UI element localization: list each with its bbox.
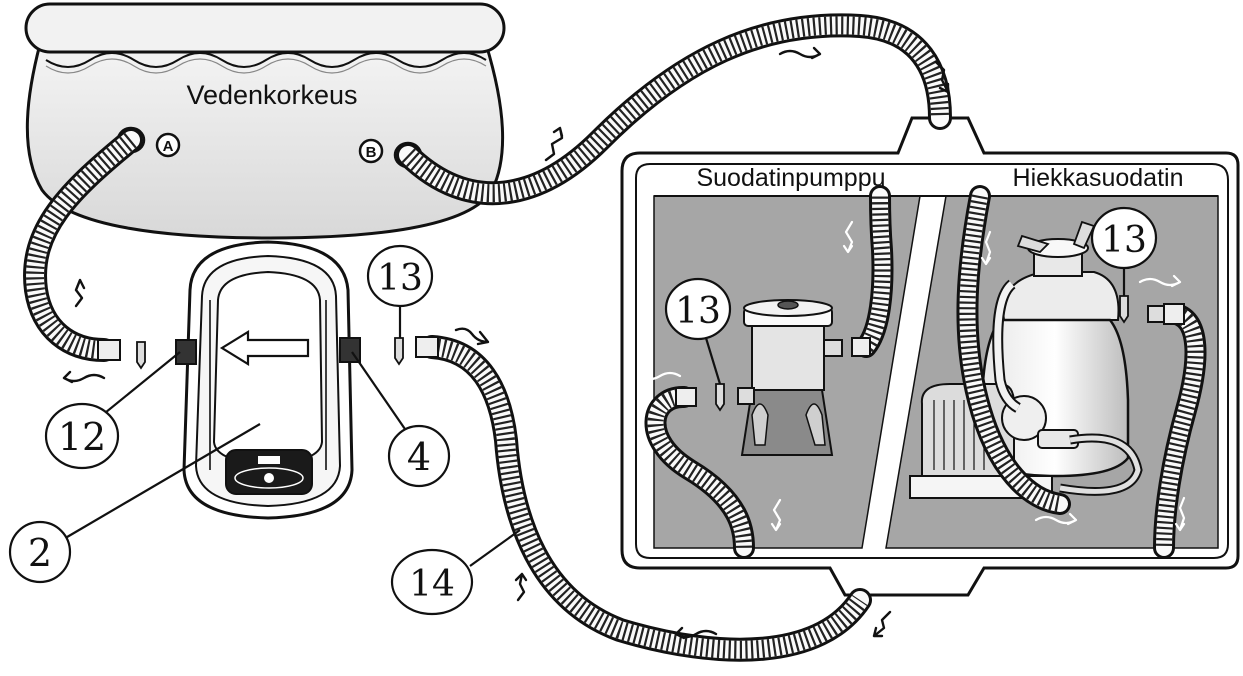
hose-pool-b-to-filter (396, 13, 952, 206)
flow-arrow-icon (642, 368, 682, 382)
flow-arrow-icon (770, 498, 782, 532)
callout-13-pump-label: 13 (675, 291, 721, 332)
flow-arrow-icon (842, 220, 854, 254)
filter-pump-label: Suodatinpumppu (696, 164, 885, 192)
flow-arrow-icon (62, 370, 106, 384)
callout-13-left (366, 244, 434, 308)
water-level-label: Vedenkorkeus (186, 80, 357, 110)
hose-connector-icon (415, 336, 439, 358)
flow-arrow-icon (778, 46, 822, 60)
hose-connectors (97, 303, 1185, 407)
callout-12 (44, 402, 120, 470)
hoses (23, 13, 1207, 662)
callouts: 12 4 2 13 13 13 14 (8, 206, 1158, 616)
flow-arrow-icon (1138, 274, 1182, 288)
callout-14 (390, 548, 474, 616)
flow-arrow-icon (1034, 512, 1078, 526)
plug-icon (136, 341, 146, 370)
flow-arrow-icon (514, 572, 528, 602)
hose-panel-sand-out (1153, 303, 1207, 559)
callout-13-sand-label: 13 (1101, 220, 1147, 261)
callout-14-label: 14 (409, 564, 455, 605)
hose-connector-icon (851, 337, 871, 357)
filter-panel: Suodatinpumppu Hiekkasuodatin (620, 116, 1240, 597)
pool-top-ring (24, 2, 506, 54)
cartridge-filter-pump (737, 299, 843, 456)
callout-4 (387, 424, 451, 488)
callout-2-label: 2 (28, 531, 52, 575)
plug-icon (715, 383, 725, 412)
hose-panel-pump-out (644, 386, 755, 559)
pump-port-left (175, 339, 197, 365)
water-level-line (45, 52, 487, 68)
callout-2 (8, 520, 72, 584)
callout-13-sand (1090, 206, 1158, 270)
pump-unit (175, 240, 361, 520)
hose-connector-icon (1163, 303, 1185, 325)
plug-icon (1119, 295, 1129, 324)
sand-filter-label: Hiekkasuodatin (1013, 164, 1184, 192)
inlet-b-badge (358, 138, 384, 164)
hose-connector-icon (97, 339, 121, 361)
plug-icon (394, 337, 404, 366)
hose-pool-a-to-pump (23, 128, 143, 362)
pool: Vedenkorkeus A B (24, 2, 506, 240)
sand-filter (909, 220, 1167, 499)
flow-arrow-icon (74, 278, 86, 308)
flow-arrow-icon (934, 60, 950, 94)
inlet-b-label: B (366, 144, 377, 161)
hose-connector-icon (675, 387, 697, 407)
flow-arrow-icon (454, 327, 490, 346)
plugs (136, 295, 1129, 412)
flow-arrow-icon (1174, 496, 1186, 532)
flow-arrow-icon (674, 626, 718, 640)
pump-control-panel (225, 449, 313, 495)
flow-arrow-icon (872, 610, 892, 638)
callout-12-label: 12 (58, 415, 106, 459)
flow-arrow-icon (980, 230, 992, 266)
flow-direction-arrow-icon (219, 330, 310, 366)
hose-panel-sand-in (956, 185, 1071, 515)
callout-4-label: 4 (407, 435, 431, 479)
inlet-a-badge (155, 132, 181, 158)
flow-arrows (62, 46, 1186, 640)
callout-13-pump (664, 277, 732, 341)
hose-pump-to-filter (420, 335, 872, 662)
hose-panel-pump-in (855, 185, 894, 358)
callout-13-left-label: 13 (377, 258, 423, 299)
flow-arrow-icon (544, 126, 564, 162)
inlet-a-label: A (163, 138, 174, 155)
